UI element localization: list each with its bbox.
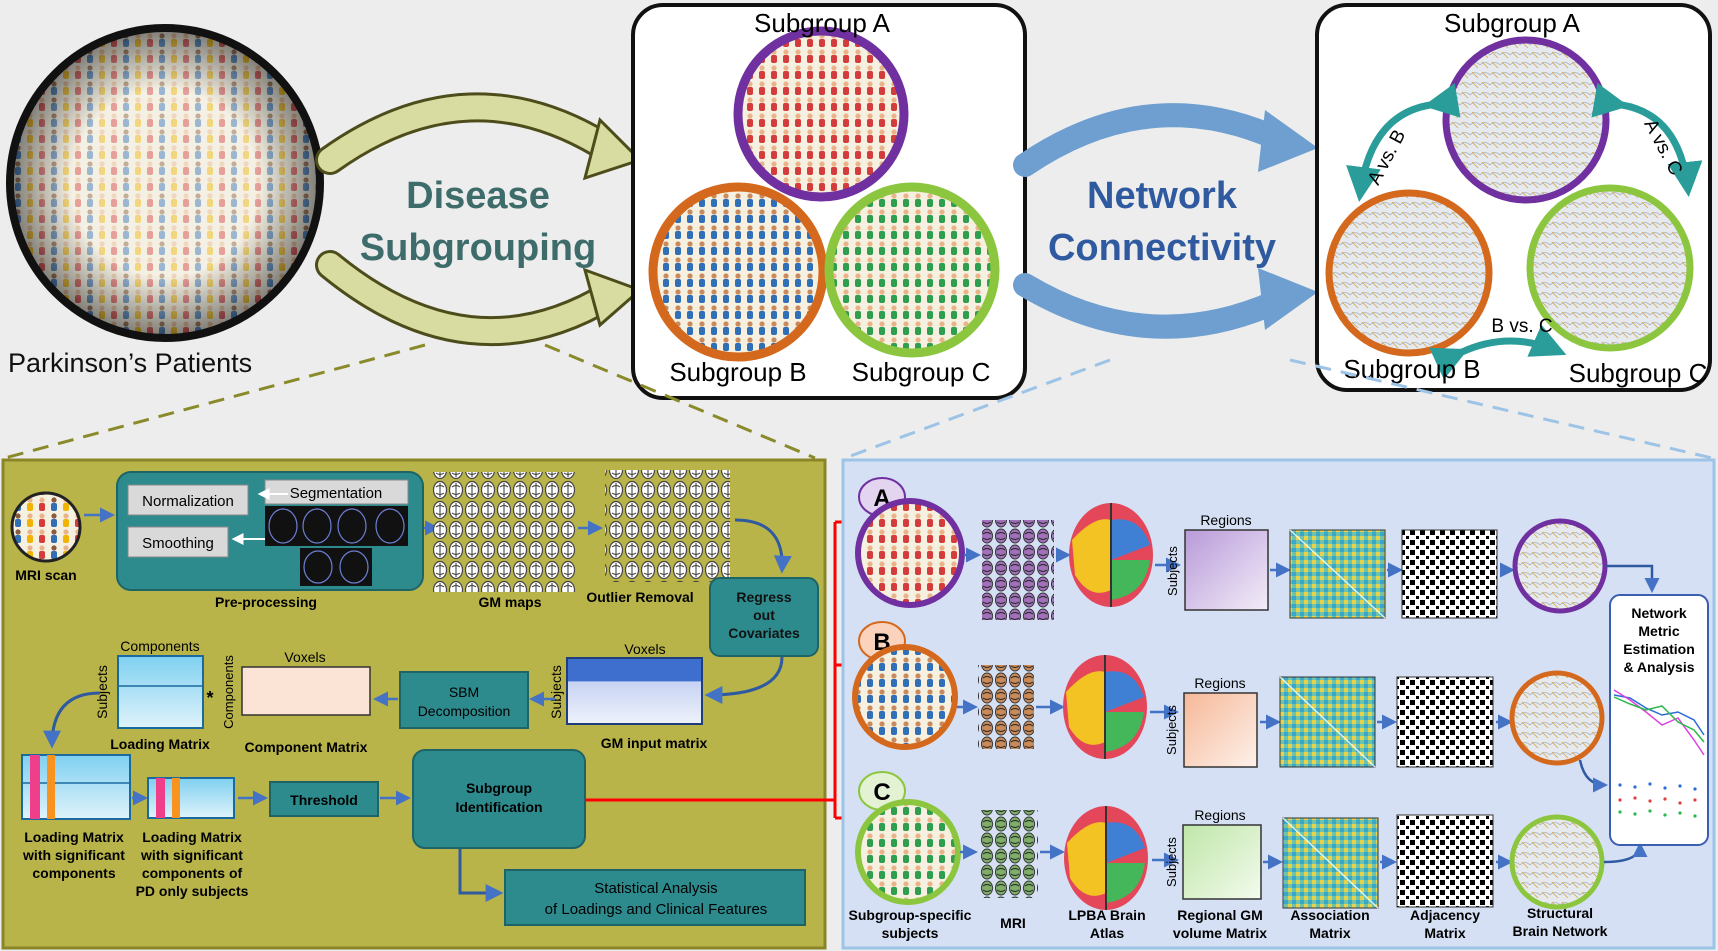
statistical-analysis-box [504,869,806,926]
lm-pd-line1: Loading Matrix [142,829,242,845]
regress-line3: Covariates [728,625,800,641]
lm-sig-line1: Loading Matrix [24,829,124,845]
loading-matrix [117,655,204,729]
loading-matrix-significant [21,754,131,820]
cap-atlas-line2: Atlas [1090,925,1124,941]
row-b-regions: Regions [1194,675,1245,691]
lm-pd-line2: with significant [140,847,243,863]
network-arrows [1013,103,1318,339]
lm-pd-line4: PD only subjects [136,883,249,899]
network-box-label-b: Subgroup B [1343,354,1480,384]
subgroups-box-label-b: Subgroup B [669,357,806,387]
row-c-regions: Regions [1194,807,1245,823]
preprocessing-label: Pre-processing [215,594,317,610]
subgroups-box [631,3,1027,400]
cap-atlas-line1: LPBA Brain [1068,907,1145,923]
outlier-removal-image [605,470,730,582]
row-a [855,498,1660,620]
metric-line3: Estimation [1623,641,1695,657]
cap-net-line2: Brain Network [1513,923,1608,939]
segmentation-label: Segmentation [290,485,383,502]
cap-assoc-line2: Matrix [1309,925,1350,941]
metric-line4: & Analysis [1623,659,1694,675]
regress-covariates-box [709,577,819,657]
smoothing-label: Smoothing [142,535,214,552]
row-c-subjects: Subjects [1164,837,1179,887]
cap-adj-line1: Adjacency [1410,907,1480,923]
gm-maps-label: GM maps [478,594,541,610]
subgrouping-title-line2: Subgrouping [360,227,596,269]
row-a-subjects: Subjects [1165,546,1180,596]
cap-adj-line2: Matrix [1424,925,1465,941]
network-box-bc: B vs. C [1491,316,1552,337]
cap-gm-line1: Regional GM [1177,907,1263,923]
regress-line1: Regress [736,589,791,605]
network-box [1315,3,1712,392]
gm-voxels-label: Voxels [624,641,665,657]
subgroup-id-line1: Subgroup [466,780,532,796]
outlier-removal-label: Outlier Removal [586,589,693,605]
gm-maps-image [433,472,577,592]
dashed-connectors [4,343,1713,460]
preprocessing-box [116,471,424,591]
comp-components-label: Components [221,655,236,729]
row-label-c: C [873,779,890,806]
cap-gm-line2: volume Matrix [1173,925,1267,941]
loading-matrix-pd-only [147,777,235,819]
gm-input-matrix-label: GM input matrix [601,735,708,751]
sbm-decomposition-box [399,671,529,729]
row-b-subjects: Subjects [1164,705,1179,755]
cap-assoc-line1: Association [1290,907,1369,923]
loading-matrix-label: Loading Matrix [110,736,210,752]
threshold-box [269,781,379,817]
metric-line2: Metric [1638,623,1679,639]
row-a-regions: Regions [1200,512,1251,528]
stat-line2: of Loadings and Clinical Features [545,901,768,918]
component-matrix-label: Component Matrix [245,739,368,755]
subgrouping-arrows [315,92,643,347]
mri-scan-image [10,491,82,563]
network-metric-box [1609,594,1709,846]
lm-pd-line3: components of [142,865,243,881]
stat-line1: Statistical Analysis [594,880,717,897]
threshold-label: Threshold [290,792,358,808]
comp-voxels-label: Voxels [284,649,325,665]
patients-label: Parkinson’s Patients [8,348,252,378]
load-subjects-label: Subjects [94,665,110,719]
network-title-line1: Network [1087,175,1238,217]
load-components-label: Components [120,638,199,654]
normalization-label: Normalization [142,493,234,510]
lm-sig-line3: components [32,865,115,881]
metric-line1: Network [1631,605,1686,621]
row-b [852,644,1608,793]
row-c [855,799,1648,910]
cap-mri: MRI [1000,915,1026,931]
patients-crowd-image [6,24,324,342]
gm-subjects-label: Subjects [548,665,564,719]
subgroup-id-line2: Identification [455,799,542,815]
sbm-line2: Decomposition [418,703,511,719]
gm-input-matrix [566,657,703,725]
multiply-sign: * [206,688,213,708]
lm-sig-line2: with significant [22,847,125,863]
sbm-line1: SBM [449,684,479,700]
cap-subjects-line1: Subgroup-specific [849,907,972,923]
component-matrix [241,666,371,716]
cap-net-line1: Structural [1527,905,1593,921]
mri-scan-label: MRI scan [15,567,76,583]
subgrouping-title-line1: Disease [406,175,550,217]
regress-line2: out [753,607,775,623]
network-box-label-c: Subgroup C [1569,358,1708,388]
network-box-label-a: Subgroup A [1444,8,1581,38]
subgroups-box-label-c: Subgroup C [852,357,991,387]
network-title-line2: Connectivity [1048,227,1276,269]
subgroups-box-label-a: Subgroup A [754,8,891,38]
cap-subjects-line2: subjects [882,925,939,941]
